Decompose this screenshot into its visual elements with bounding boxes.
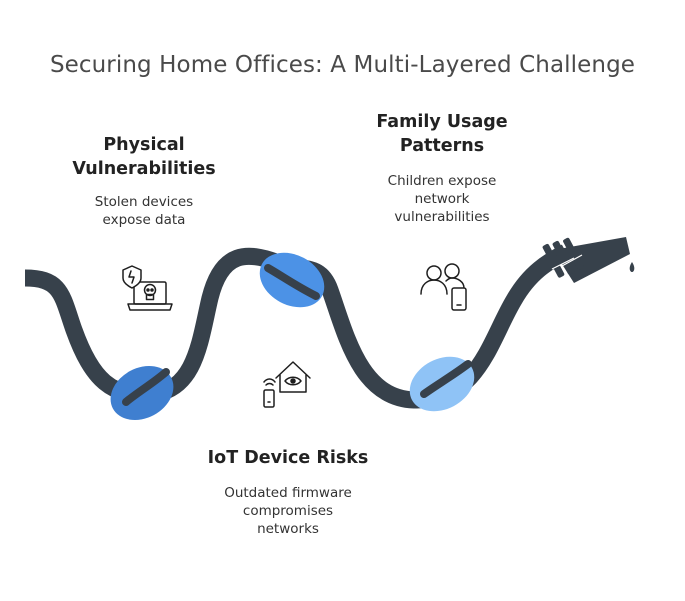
heading-line: IoT Device Risks — [207, 448, 369, 468]
description-line: networks — [257, 521, 319, 537]
description-line: Outdated firmware — [224, 485, 352, 501]
iot-device-risks-heading: IoT Device Risks — [188, 446, 388, 470]
diagram-title: Securing Home Offices: A Multi-Layered C… — [49, 52, 636, 78]
description-line: Stolen devices — [94, 194, 194, 210]
iot-device-risks-description: Outdated firmware compromises networks — [188, 484, 388, 538]
knot-1 — [110, 366, 174, 420]
heading-line: Patterns — [399, 136, 485, 156]
knot-2 — [259, 252, 325, 308]
physical-vulnerabilities-heading: Physical Vulnerabilities — [64, 133, 224, 181]
laptop-skull-shield-icon — [122, 265, 173, 311]
description-line: network — [414, 191, 470, 207]
family-usage-patterns-heading: Family Usage Patterns — [362, 110, 522, 158]
description-line: vulnerabilities — [394, 209, 490, 225]
nozzle — [542, 237, 635, 283]
family-usage-patterns-description: Children expose network vulnerabilities — [362, 172, 522, 226]
description-line: compromises — [242, 503, 334, 519]
physical-vulnerabilities-description: Stolen devices expose data — [64, 193, 224, 229]
heading-line: Vulnerabilities — [72, 159, 216, 179]
heading-line: Physical — [103, 135, 185, 155]
description-line: Children expose — [387, 173, 497, 189]
knot-3 — [409, 356, 475, 412]
water-drop-icon — [629, 262, 635, 272]
people-phone-icon — [420, 263, 467, 311]
description-line: expose data — [102, 212, 186, 228]
smart-home-phone-icon — [263, 361, 311, 408]
heading-line: Family Usage — [376, 112, 508, 132]
